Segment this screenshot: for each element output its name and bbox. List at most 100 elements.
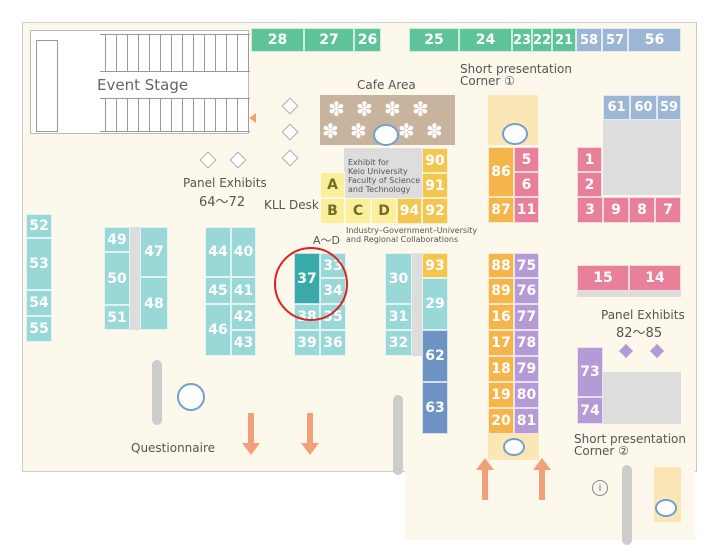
booth-39[interactable]: 39 xyxy=(294,330,320,356)
entrance-arrow-down-icon xyxy=(242,443,260,455)
booth-22[interactable]: 22 xyxy=(532,28,552,52)
booth-11[interactable]: 11 xyxy=(514,197,539,223)
booth-90[interactable]: 90 xyxy=(422,148,448,173)
booth-15[interactable]: 15 xyxy=(577,265,629,291)
booth-52[interactable]: 52 xyxy=(26,214,52,238)
booth-19[interactable]: 19 xyxy=(488,382,514,408)
booth-shadow xyxy=(577,291,681,297)
booth-41[interactable]: 41 xyxy=(231,277,256,304)
booth-77[interactable]: 77 xyxy=(514,304,539,330)
booth-16[interactable]: 16 xyxy=(488,304,514,330)
booth-B[interactable]: B xyxy=(320,198,345,224)
booth-50[interactable]: 50 xyxy=(104,252,130,305)
booth-2[interactable]: 2 xyxy=(577,172,602,197)
questionnaire-label: Questionnaire xyxy=(131,441,216,455)
cafe-table-icon: ✽ xyxy=(412,97,429,121)
booth-91[interactable]: 91 xyxy=(422,173,448,198)
booth-94[interactable]: 94 xyxy=(397,198,422,224)
booth-3[interactable]: 3 xyxy=(577,197,603,223)
booth-74[interactable]: 74 xyxy=(577,397,603,424)
cafe-table-icon: ✽ xyxy=(350,119,367,143)
booth-30[interactable]: 30 xyxy=(385,253,412,304)
exit-arrow-up-icon xyxy=(533,458,551,470)
cafe-area-label: Cafe Area xyxy=(357,78,416,92)
panel-range-82-85: 82〜85 xyxy=(616,326,663,341)
booth-48[interactable]: 48 xyxy=(140,277,168,330)
booth-36[interactable]: 36 xyxy=(320,330,346,356)
booth-54[interactable]: 54 xyxy=(26,290,52,316)
booth-26[interactable]: 26 xyxy=(354,28,381,52)
booth-58[interactable]: 58 xyxy=(576,28,602,52)
booth-47[interactable]: 47 xyxy=(140,227,168,277)
booth-78[interactable]: 78 xyxy=(514,330,539,356)
booth-9[interactable]: 9 xyxy=(603,197,629,223)
booth-23[interactable]: 23 xyxy=(512,28,532,52)
booth-56[interactable]: 56 xyxy=(628,28,681,52)
booth-80[interactable]: 80 xyxy=(514,382,539,408)
booth-86[interactable]: 86 xyxy=(488,147,514,197)
booth-divider xyxy=(412,253,422,356)
booth-81[interactable]: 81 xyxy=(514,408,539,434)
booth-62[interactable]: 62 xyxy=(422,330,448,382)
booth-60[interactable]: 60 xyxy=(630,95,657,120)
panel-exhibits-64-72-label: Panel Exhibits xyxy=(183,176,267,190)
booth-17[interactable]: 17 xyxy=(488,330,514,356)
booth-31[interactable]: 31 xyxy=(385,304,412,330)
booth-57[interactable]: 57 xyxy=(602,28,628,52)
booth-27[interactable]: 27 xyxy=(304,28,354,52)
kll-desk-label: KLL Desk xyxy=(264,198,319,212)
presentation-computer-icon-2 xyxy=(655,499,677,517)
booth-87[interactable]: 87 xyxy=(488,197,514,223)
booth-5[interactable]: 5 xyxy=(514,147,539,172)
booth-25[interactable]: 25 xyxy=(409,28,459,52)
questionnaire-icon[interactable] xyxy=(177,383,205,411)
presentation-computer-icon-3 xyxy=(503,438,525,456)
booth-7[interactable]: 7 xyxy=(655,197,681,223)
booth-75[interactable]: 75 xyxy=(514,253,539,278)
booth-63[interactable]: 63 xyxy=(422,382,448,434)
industry-line1: Industry–Government–University xyxy=(346,226,478,235)
booth-6[interactable]: 6 xyxy=(514,172,539,197)
booth-53[interactable]: 53 xyxy=(26,238,52,290)
a-to-d-label: A〜D xyxy=(313,234,340,247)
booth-59[interactable]: 59 xyxy=(657,95,681,120)
booth-45[interactable]: 45 xyxy=(205,277,231,304)
booth-block-grey-2 xyxy=(603,372,681,424)
booth-21[interactable]: 21 xyxy=(552,28,576,52)
booth-44[interactable]: 44 xyxy=(205,227,231,277)
booth-40[interactable]: 40 xyxy=(231,227,256,277)
pillar xyxy=(622,465,632,545)
booth-89[interactable]: 89 xyxy=(488,278,514,304)
booth-76[interactable]: 76 xyxy=(514,278,539,304)
booth-29[interactable]: 29 xyxy=(422,278,448,330)
booth-C[interactable]: C xyxy=(345,198,371,224)
booth-49[interactable]: 49 xyxy=(104,227,130,252)
booth-61[interactable]: 61 xyxy=(603,95,630,120)
booth-32[interactable]: 32 xyxy=(385,330,412,356)
booth-24[interactable]: 24 xyxy=(459,28,512,52)
booth-42[interactable]: 42 xyxy=(231,304,256,330)
booth-20[interactable]: 20 xyxy=(488,408,514,434)
cafe-table-icon: ✽ xyxy=(356,97,373,121)
entrance-arrow-down-icon xyxy=(301,443,319,455)
short-presentation-2-label: Short presentation xyxy=(574,432,686,446)
booth-A[interactable]: A xyxy=(320,172,345,198)
booth-73[interactable]: 73 xyxy=(577,347,603,397)
exhibit-keio-line2: Keio University xyxy=(348,167,408,176)
booth-55[interactable]: 55 xyxy=(26,316,52,342)
info-icon[interactable]: i xyxy=(592,480,608,496)
booth-18[interactable]: 18 xyxy=(488,356,514,382)
booth-88[interactable]: 88 xyxy=(488,253,514,278)
booth-D[interactable]: D xyxy=(371,198,397,224)
booth-14[interactable]: 14 xyxy=(629,265,681,291)
booth-43[interactable]: 43 xyxy=(231,330,256,356)
short-presentation-1-label: Short presentation xyxy=(460,62,572,76)
booth-93[interactable]: 93 xyxy=(422,253,448,278)
booth-8[interactable]: 8 xyxy=(629,197,655,223)
booth-28[interactable]: 28 xyxy=(251,28,304,52)
booth-79[interactable]: 79 xyxy=(514,356,539,382)
booth-92[interactable]: 92 xyxy=(422,198,448,224)
booth-46[interactable]: 46 xyxy=(205,304,231,356)
booth-1[interactable]: 1 xyxy=(577,147,602,172)
booth-51[interactable]: 51 xyxy=(104,305,130,330)
